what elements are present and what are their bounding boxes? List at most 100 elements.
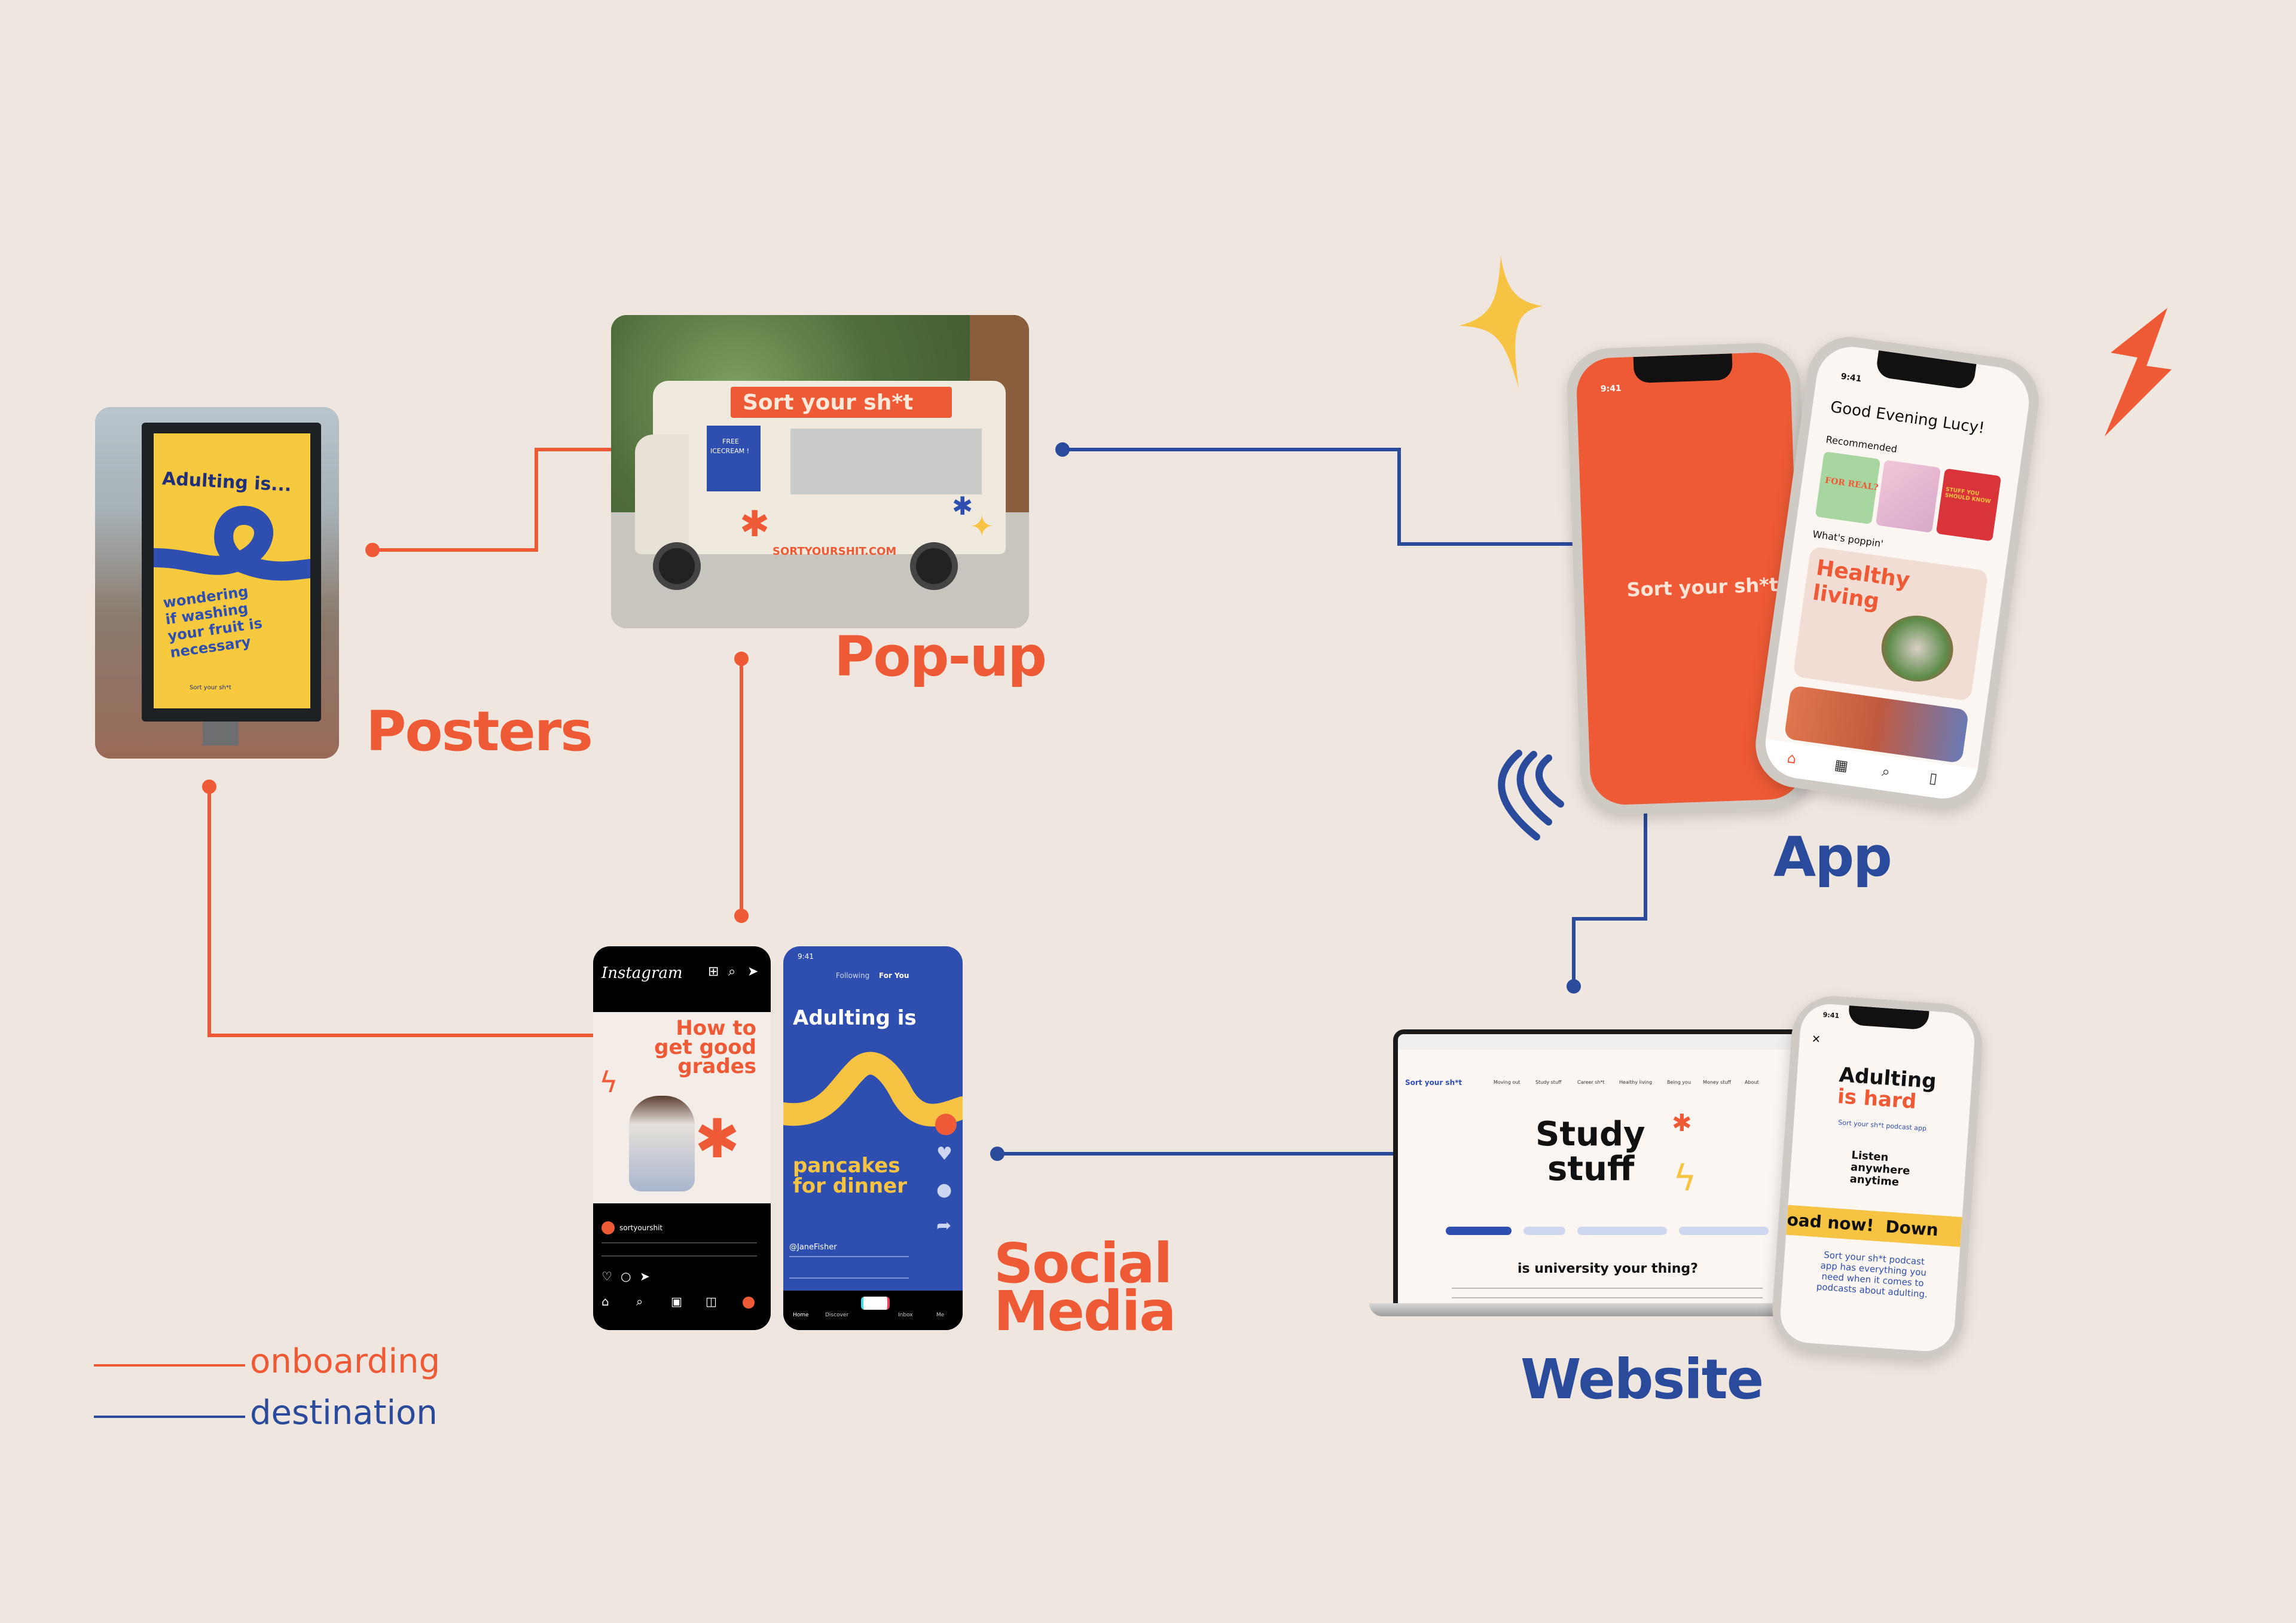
- phone-notch: [1848, 1005, 1929, 1031]
- sound-waves-icon: [1498, 750, 1564, 840]
- send-icon[interactable]: ➤: [747, 964, 759, 979]
- lightning-icon: [2105, 308, 2172, 436]
- app-whats-poppin: What's poppin': [1812, 528, 1884, 550]
- ig-reels-icon[interactable]: ▣: [671, 1294, 682, 1309]
- app-recommended-heading: Recommended: [1825, 433, 1898, 455]
- tiktok-nav-discover[interactable]: Discover: [825, 1312, 849, 1318]
- posters-bottom-dot: [202, 780, 216, 794]
- nav-link[interactable]: Moving out: [1494, 1080, 1521, 1085]
- instagram-phone: Instagram ⊞ ⌕ ➤ How to get good grades ✱…: [593, 946, 771, 1330]
- bookmark-tab-icon[interactable]: ▯: [1928, 769, 1938, 787]
- legend-destination: destination: [250, 1393, 438, 1432]
- mobile-download-banner[interactable]: oad now! Down: [1785, 1205, 1962, 1247]
- phone-notch: [1633, 353, 1733, 384]
- window-sign-line: FREE: [722, 438, 739, 445]
- ig-home-icon[interactable]: ⌂: [602, 1294, 609, 1309]
- laptop-screen: Sort your sh*t Moving out Study stuff Ca…: [1393, 1029, 1815, 1313]
- tiktok-caption-line: for dinner: [793, 1174, 907, 1198]
- app-greeting: Good Evening Lucy!: [1829, 398, 1986, 438]
- ig-shop-icon[interactable]: ◫: [706, 1294, 717, 1309]
- tiktok-caption-line: pancakes: [793, 1154, 900, 1178]
- tiktok-share-icon[interactable]: ➦: [936, 1215, 952, 1236]
- social-label: Social: [994, 1231, 1173, 1295]
- feature-card-healthy: Healthy living: [1793, 546, 1989, 702]
- truck-sign: Sort your sh*t: [731, 387, 952, 418]
- nav-link[interactable]: Career sh*t: [1577, 1080, 1605, 1085]
- shelter-stand: [203, 722, 239, 745]
- filter-pill[interactable]: [1679, 1227, 1769, 1235]
- tiktok-description: [789, 1256, 909, 1279]
- nav-link[interactable]: Healthy living: [1619, 1080, 1653, 1085]
- like-icon[interactable]: ♡: [602, 1269, 612, 1283]
- tiktok-nav-home[interactable]: Home: [793, 1312, 809, 1318]
- truck-cab: [635, 435, 689, 554]
- ig-profile-icon[interactable]: [743, 1297, 755, 1309]
- legend-onboarding: onboarding: [250, 1342, 441, 1381]
- website-mobile-screen: 9:41 ✕ Adulting is hard Sort your sh*t p…: [1778, 1002, 1977, 1353]
- student-figure: [629, 1096, 695, 1191]
- search-tab-icon[interactable]: ⌕: [1880, 762, 1891, 781]
- browse-tab-icon[interactable]: ▦: [1833, 756, 1849, 775]
- posters-to-popup-line: [373, 448, 612, 552]
- website-label: Website: [1521, 1347, 1764, 1411]
- posters-connector-dot: [365, 543, 380, 557]
- tiktok-tab-foryou[interactable]: For You: [879, 971, 909, 980]
- popup-connector-dot: [734, 652, 749, 666]
- laptop: Sort your sh*t Moving out Study stuff Ca…: [1369, 1029, 1824, 1326]
- home-tab-icon[interactable]: ⌂: [1786, 749, 1798, 768]
- website-logo[interactable]: Sort your sh*t: [1405, 1078, 1463, 1087]
- ig-post-lightning: ϟ: [599, 1066, 618, 1099]
- ig-avatar[interactable]: [602, 1221, 615, 1234]
- add-icon[interactable]: ⊞: [708, 964, 719, 979]
- tiktok-create-button[interactable]: [861, 1297, 890, 1310]
- rec-card-stuff: STUFF YOU SHOULD KNOW: [1935, 468, 2002, 542]
- website-hero-line: stuff: [1547, 1150, 1635, 1188]
- website-filter-pills: [1446, 1227, 1781, 1237]
- ig-search-icon[interactable]: ⌕: [636, 1294, 643, 1309]
- hero-lightning: ϟ: [1673, 1157, 1697, 1199]
- browser-bar: [1398, 1034, 1810, 1050]
- social-blue-dot: [990, 1147, 1004, 1161]
- website-question: is university your thing?: [1518, 1261, 1698, 1276]
- close-icon[interactable]: ✕: [1811, 1032, 1821, 1046]
- rec-card-title: FOR REAL?: [1824, 475, 1879, 493]
- tiktok-nav-bar: Home Discover Inbox Me: [783, 1291, 963, 1330]
- tiktok-like-icon[interactable]: ♥: [936, 1144, 952, 1164]
- nav-link[interactable]: Study stuff: [1535, 1080, 1562, 1085]
- ig-caption-placeholder: [602, 1242, 757, 1257]
- truck-window-sign: FREE ICECREAM !: [707, 426, 761, 491]
- tiktok-creator-avatar[interactable]: [935, 1114, 957, 1135]
- ig-post-star: ✱: [695, 1108, 740, 1170]
- truck-serving-window: [787, 426, 985, 497]
- share-icon[interactable]: ➤: [640, 1269, 650, 1283]
- tiktok-phone: 9:41 Following For You Adulting is panca…: [783, 946, 963, 1330]
- truck-url: SORTYOURSHIT.COM: [773, 545, 897, 558]
- website-body-placeholder: [1452, 1288, 1763, 1298]
- website-hero-line: Study: [1535, 1115, 1645, 1154]
- filter-pill-active[interactable]: [1446, 1227, 1512, 1235]
- search-icon[interactable]: ⌕: [728, 964, 736, 979]
- tiktok-user[interactable]: @JaneFisher: [789, 1243, 837, 1252]
- window-sign-line: ICECREAM !: [710, 447, 750, 455]
- ig-username[interactable]: sortyourshit: [619, 1224, 663, 1232]
- nav-link[interactable]: Money stuff: [1703, 1080, 1731, 1085]
- tiktok-tab-following[interactable]: Following: [836, 971, 870, 980]
- tiktok-comment-icon[interactable]: ●: [936, 1179, 952, 1200]
- nav-link[interactable]: About: [1745, 1080, 1759, 1085]
- truck-sign-text: Sort your sh*t: [743, 390, 914, 415]
- poster-squiggle: [154, 506, 310, 581]
- phone-notch: [1875, 350, 1977, 390]
- truck-decor-sparkle: ✦: [970, 510, 994, 543]
- filter-pill[interactable]: [1523, 1227, 1565, 1235]
- app-home-time: 9:41: [1840, 371, 1863, 384]
- sparkle-icon: [1459, 256, 1543, 389]
- tiktok-nav-me[interactable]: Me: [936, 1312, 945, 1318]
- tiktok-nav-inbox[interactable]: Inbox: [898, 1312, 913, 1318]
- filter-pill[interactable]: [1577, 1227, 1667, 1235]
- laptop-base: [1369, 1303, 1824, 1316]
- nav-link[interactable]: Being you: [1667, 1080, 1692, 1085]
- ig-post-line: grades: [677, 1055, 756, 1078]
- comment-icon[interactable]: ○: [621, 1269, 631, 1283]
- truck-decor-star: ✱: [740, 503, 770, 545]
- instagram-logo: Instagram: [602, 964, 683, 982]
